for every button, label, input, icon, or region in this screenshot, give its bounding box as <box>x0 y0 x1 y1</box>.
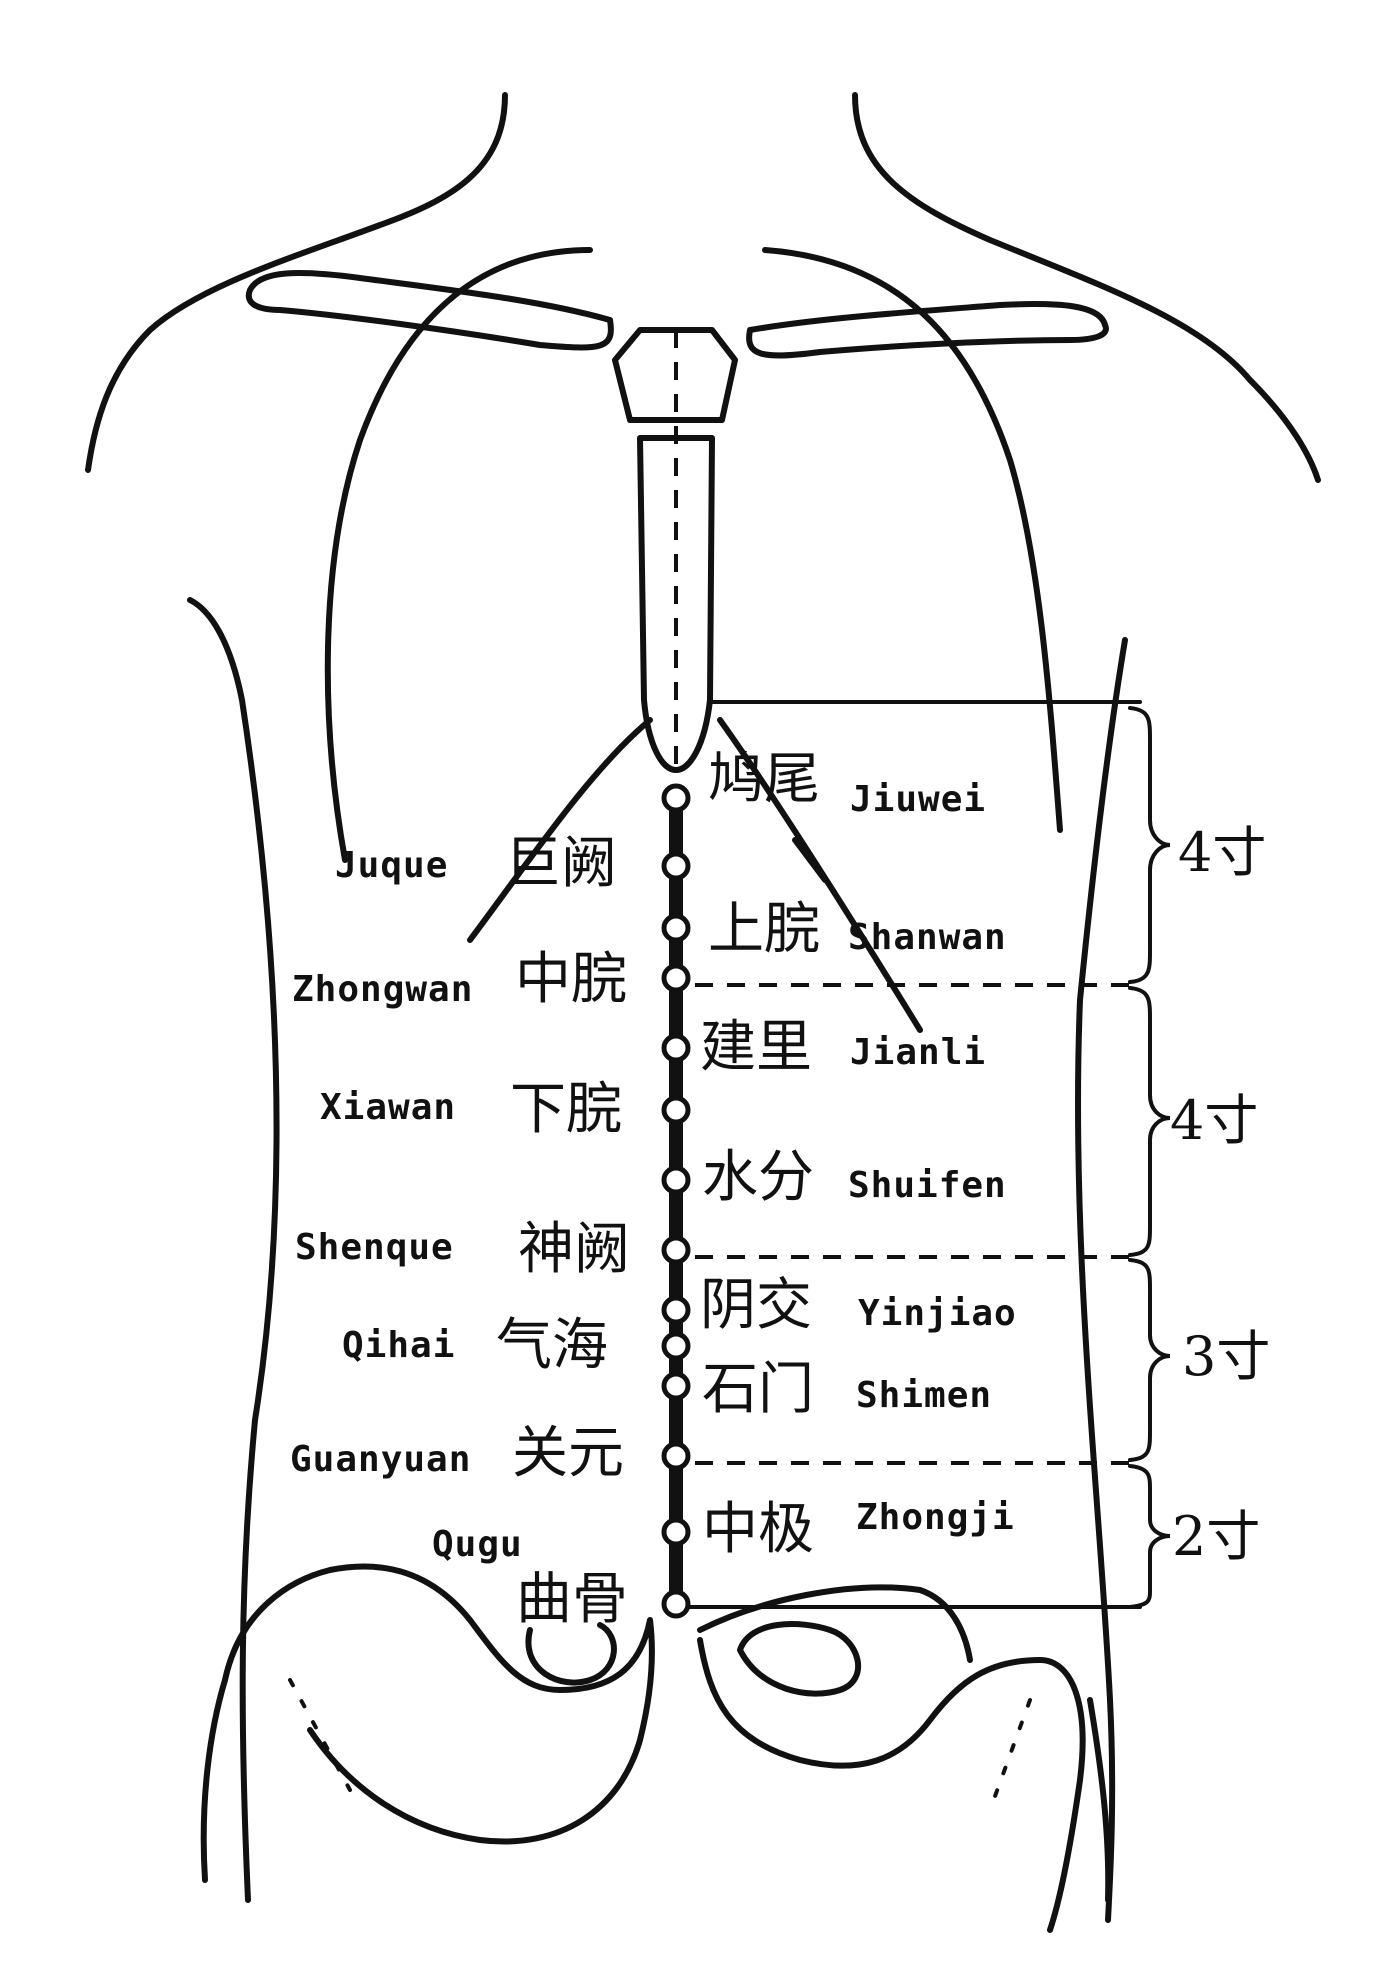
label-py-shenque: Shenque <box>295 1227 454 1268</box>
label-cn-zhongji: 中极 <box>702 1497 814 1562</box>
label-py-shuifen: Shuifen <box>848 1165 1007 1206</box>
clavicle-right <box>746 301 1109 359</box>
label-py-guanyuan: Guanyuan <box>290 1439 472 1480</box>
costal-arch-left <box>467 717 653 943</box>
rib-cage-left <box>324 247 593 863</box>
measurement-bracket <box>688 700 1171 1609</box>
acupoint-shangwan <box>661 913 691 943</box>
measurement-label-3: 3寸 <box>1182 1325 1271 1388</box>
label-py-shangwan: Shanwan <box>848 917 1007 958</box>
label-cn-jiuwei: 鸠尾 <box>708 747 820 812</box>
flank-left <box>187 597 280 1903</box>
sternum-body <box>637 435 715 773</box>
label-cn-qihai: 气海 <box>496 1313 608 1378</box>
acupoint-qihai <box>661 1331 691 1361</box>
bracket-curly-2 <box>1128 986 1171 1257</box>
neck-shoulder-left <box>85 92 508 473</box>
pelvis-right <box>697 1637 1086 1933</box>
obturator-left <box>525 1622 617 1686</box>
acupoint-yinjiao <box>661 1295 691 1325</box>
sternum-manubrium <box>612 327 738 423</box>
rib-cage-right <box>762 247 1063 833</box>
clavicle-left <box>245 270 614 351</box>
obturator-right <box>737 1621 861 1697</box>
acupoint-juque <box>661 851 691 881</box>
iliac-crest-right <box>1087 1697 1112 1903</box>
acupoint-guanyuan <box>661 1441 691 1471</box>
acupoint-shenque <box>661 1235 691 1265</box>
label-cn-zhongwan: 中脘 <box>515 947 627 1012</box>
neck-shoulder-right <box>852 92 1321 483</box>
bracket-curly-1 <box>1128 706 1171 984</box>
label-py-shimen: Shimen <box>856 1375 993 1416</box>
measurement-label-2: 4寸 <box>1170 1089 1259 1152</box>
iliac-crest-left <box>200 1677 228 1883</box>
ilium-line-right <box>988 1698 1032 1812</box>
label-py-jianli: Jianli <box>850 1032 987 1073</box>
acupoint-jianli <box>661 1033 691 1063</box>
label-cn-shenque: 神阙 <box>518 1217 630 1282</box>
label-py-qihai: Qihai <box>342 1325 456 1366</box>
acupoint-shimen <box>661 1371 691 1401</box>
label-cn-shangwan: 上脘 <box>708 897 820 962</box>
acupoint-shuifen <box>661 1165 691 1195</box>
label-py-zhongwan: Zhongwan <box>292 969 474 1010</box>
measurement-label-4: 2寸 <box>1172 1505 1261 1568</box>
bracket-curly-3 <box>1128 1258 1171 1462</box>
label-cn-xiawan: 下脘 <box>510 1077 622 1142</box>
label-cn-yinjiao: 阴交 <box>700 1273 812 1338</box>
label-cn-guanyuan: 关元 <box>512 1421 624 1486</box>
acupoint-zhongwan <box>661 963 691 993</box>
flank-right <box>1074 637 1128 1923</box>
acupoint-jiuwei <box>661 783 691 813</box>
label-cn-jianli: 建里 <box>700 1015 812 1080</box>
label-py-zhongji: Zhongji <box>856 1497 1015 1538</box>
label-py-yinjiao: Yinjiao <box>858 1293 1017 1334</box>
pelvis-left <box>222 1563 655 1845</box>
bracket-curly-4 <box>1128 1464 1171 1609</box>
costal-arch-right <box>717 717 923 1033</box>
label-py-jiuwei: Jiuwei <box>850 779 987 820</box>
label-py-juque: Juque <box>335 845 449 886</box>
acupoint-qugu <box>661 1589 691 1619</box>
acupoint-markers <box>661 783 691 1619</box>
pubic-curve-right <box>697 1584 973 1663</box>
ilium-line-left <box>288 1678 352 1792</box>
label-cn-juque: 巨阙 <box>505 831 617 896</box>
label-cn-qugu: 曲骨 <box>516 1567 628 1632</box>
label-py-xiawan: Xiawan <box>320 1087 457 1128</box>
label-cn-shuifen: 水分 <box>702 1145 814 1210</box>
acupoint-zhongji <box>661 1517 691 1547</box>
acupoint-xiawan <box>661 1095 691 1125</box>
label-py-qugu: Qugu <box>432 1524 523 1565</box>
rib-margin-right <box>792 837 828 883</box>
label-cn-shimen: 石门 <box>702 1357 814 1422</box>
measurement-label-1: 4寸 <box>1178 821 1267 884</box>
